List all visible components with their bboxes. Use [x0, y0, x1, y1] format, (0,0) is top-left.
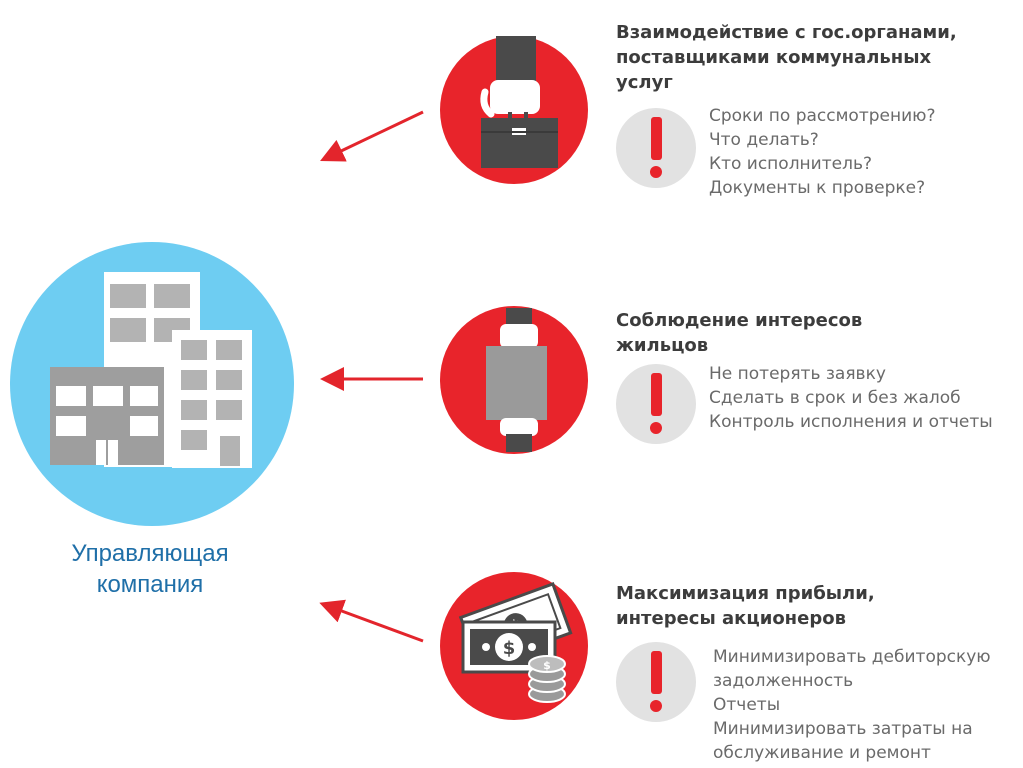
- title-line: услуг: [616, 72, 673, 93]
- block-1-title: Взаимодействие с гос.органами, поставщик…: [616, 20, 957, 95]
- money-coins-icon: $ $ $: [458, 582, 573, 703]
- svg-text:$: $: [543, 659, 551, 672]
- list-item: Минимизировать затраты на: [713, 719, 973, 739]
- arrow-3: [319, 599, 424, 643]
- list-item: Документы к проверке?: [709, 178, 926, 198]
- list-item: Сделать в срок и без жалоб: [709, 388, 961, 408]
- list-item: задолженность: [713, 671, 854, 691]
- list-item: Контроль исполнения и отчеты: [709, 412, 993, 432]
- hands-box-icon: [486, 308, 547, 452]
- hand-briefcase-icon: [480, 36, 558, 168]
- list-item: Отчеты: [713, 695, 781, 715]
- company-node: [10, 242, 294, 526]
- company-label-line: Управляющая: [71, 540, 229, 567]
- title-line: жильцов: [616, 335, 709, 356]
- list-item: Кто исполнитель?: [709, 154, 872, 174]
- title-line: поставщиками коммунальных: [616, 47, 932, 68]
- block-1-node: [440, 36, 588, 184]
- alert-icon: [616, 108, 696, 188]
- list-item: Не потерять заявку: [709, 364, 886, 384]
- title-line: Максимизация прибыли,: [616, 583, 875, 604]
- office-buildings-icon: [50, 272, 252, 468]
- block-1-list: Сроки по рассмотрению? Что делать? Кто и…: [709, 104, 935, 200]
- list-item: обслуживание и ремонт: [713, 743, 931, 763]
- block-3-title: Максимизация прибыли, интересы акционеро…: [616, 581, 875, 631]
- company-label-line: компания: [96, 571, 204, 598]
- arrow-1: [320, 110, 424, 162]
- block-3-node: $ $ $: [440, 572, 588, 720]
- block-2-list: Не потерять заявку Сделать в срок и без …: [709, 362, 993, 434]
- title-line: Соблюдение интересов: [616, 310, 863, 331]
- block-3-list: Минимизировать дебиторскую задолженность…: [713, 645, 991, 765]
- alert-icon: [616, 364, 696, 444]
- alert-icon: [616, 642, 696, 722]
- list-item: Что делать?: [709, 130, 819, 150]
- list-item: Сроки по рассмотрению?: [709, 106, 936, 126]
- company-label: Управляющая компания: [20, 538, 280, 600]
- title-line: интересы акционеров: [616, 608, 846, 629]
- list-item: Минимизировать дебиторскую: [713, 647, 991, 667]
- svg-text:$: $: [503, 638, 516, 659]
- block-2-node: [440, 306, 588, 454]
- block-2-title: Соблюдение интересов жильцов: [616, 308, 862, 358]
- title-line: Взаимодействие с гос.органами,: [616, 22, 957, 43]
